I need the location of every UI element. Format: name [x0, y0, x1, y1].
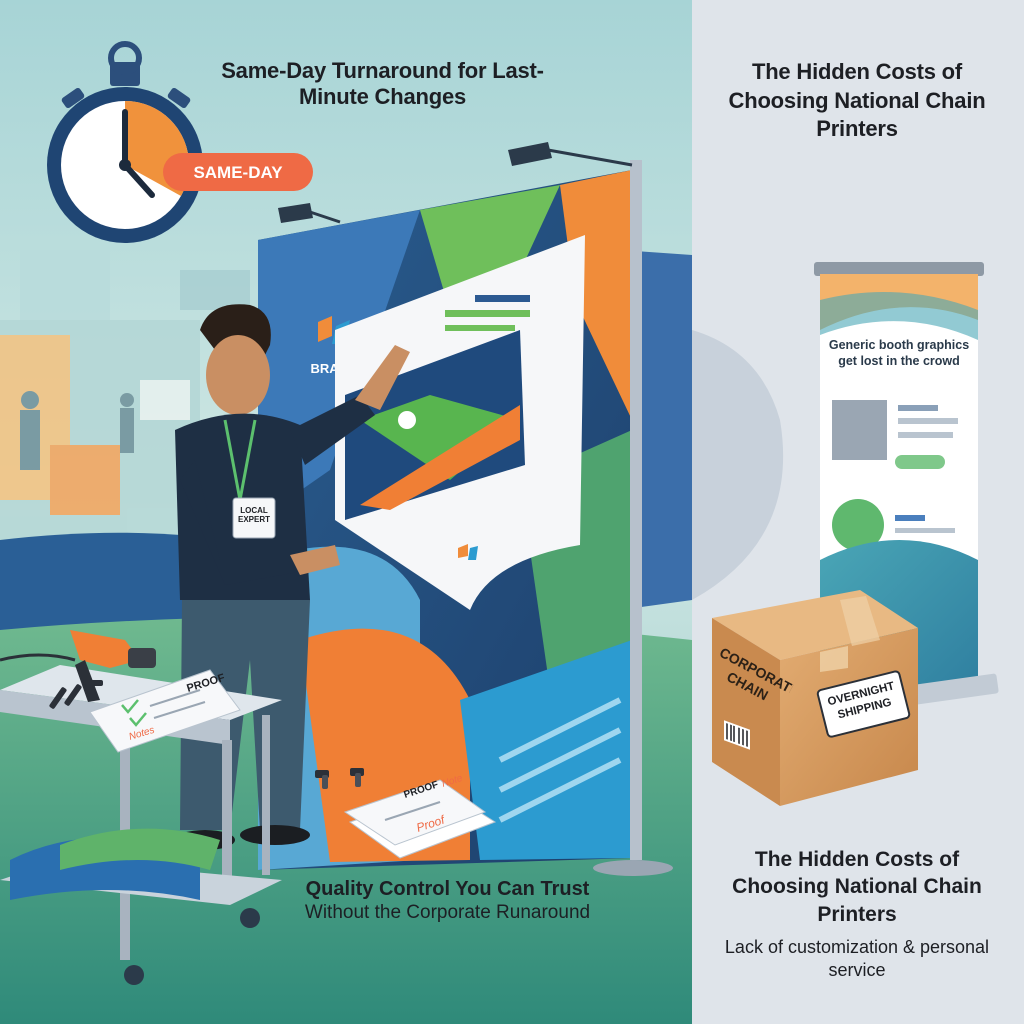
spotlight-icon: [278, 203, 341, 224]
heat-gun-icon: [0, 630, 156, 702]
lanyard-badge-label: LOCAL EXPERT: [237, 506, 270, 525]
right-panel-shadow: [692, 330, 784, 600]
left-caption-bold: Quality Control You Can Trust: [305, 878, 590, 900]
overnight-sticker: OVERNIGHT SHIPPING: [816, 670, 911, 738]
right-headline: The Hidden Costs of Choosing National Ch…: [728, 59, 986, 142]
same-day-badge-label: SAME-DAY: [193, 163, 283, 182]
right-caption-body: Lack of customization & personal service: [724, 937, 990, 981]
stopwatch-icon: [47, 41, 203, 243]
pole-base: [593, 860, 673, 876]
clip-icon: [315, 768, 364, 789]
banner-caption: Generic booth graphics get lost in the c…: [828, 338, 970, 369]
left-caption: Quality Control You Can Trust Without th…: [300, 878, 595, 924]
clip-icon: [49, 680, 103, 709]
same-day-badge: [163, 153, 313, 191]
display-pole: [630, 160, 642, 860]
trade-show-hall: [0, 250, 250, 540]
right-caption-title: The Hidden Costs of Choosing National Ch…: [732, 848, 982, 926]
floor-proof-sheets: [343, 779, 497, 859]
spotlight-icon: [508, 142, 633, 167]
barcode-icon: [724, 720, 750, 750]
graphic-panel: [335, 235, 585, 610]
left-headline: Same-Day Turnaround for Last-Minute Chan…: [221, 58, 544, 109]
proof-sheet: [89, 669, 241, 753]
lanyard-badge: [232, 497, 276, 539]
left-caption-regular: Without the Corporate Runaround: [304, 901, 591, 923]
